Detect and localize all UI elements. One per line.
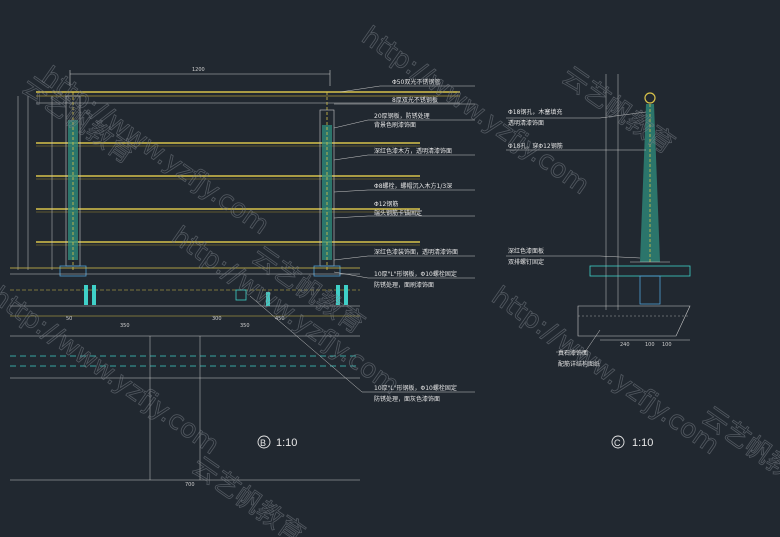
view-c-scale: 1:10 xyxy=(632,437,653,449)
concrete-base xyxy=(577,305,691,337)
annotation-b-8: 深红色漆装饰面，透明清漆饰面 xyxy=(374,248,458,256)
annotation-c-2: Φ18孔，穿Φ12钢筋 xyxy=(508,142,563,150)
annotation-c-3: 深红色漆面板 xyxy=(508,247,544,255)
annotation-b-0: Φ50双光不锈钢管 xyxy=(392,78,440,86)
dim-b-4: 350 xyxy=(240,323,250,329)
annotation-c-1: 透明清漆饰面 xyxy=(508,119,544,127)
dim-b-1: 50 xyxy=(66,316,72,322)
view-c-marker: C xyxy=(614,438,621,448)
dim-top-width: 1200 xyxy=(192,67,205,73)
right-post xyxy=(313,92,341,277)
annotation-c-5: 真石漆饰面 xyxy=(558,349,588,357)
dim-b-3: 300 xyxy=(212,316,222,322)
dim-c-2: 100 xyxy=(662,342,672,348)
annotation-c-6: 配筋详结构图纸 xyxy=(558,360,600,368)
annotation-b-4: 深红色漆木方，透明清漆饰面 xyxy=(374,147,452,155)
annotation-b-2: 20厚钢板，防锈处理 xyxy=(374,112,430,120)
view-c-section: 240 100 100 Φ18钢孔，木塞填充 透明清漆饰面 Φ18孔，穿Φ12钢… xyxy=(506,74,691,449)
view-c-marker-circle xyxy=(611,435,625,449)
wood-rails xyxy=(36,142,420,246)
dim-b-2: 350 xyxy=(120,323,130,329)
annotation-b-12: 防锈处理，面灰色漆饰面 xyxy=(374,395,440,403)
view-b-marker-circle xyxy=(257,435,271,449)
annotation-c-0: Φ18钢孔，木塞填充 xyxy=(508,108,562,116)
dim-c-1: 100 xyxy=(645,342,655,348)
handrail-pipe-section xyxy=(644,92,656,104)
annotation-b-1: 8厚双光不锈钢板 xyxy=(392,96,438,104)
dim-b-6: 700 xyxy=(185,482,195,488)
annotation-b-5: Φ8螺栓，螺帽沉入木方1/3深 xyxy=(374,182,452,190)
view-b-marker: B xyxy=(260,438,266,448)
left-post xyxy=(59,92,87,277)
view-b-elevation: 1200 xyxy=(10,67,475,488)
dim-b-5: 450 xyxy=(275,316,285,322)
annotation-b-11: 10厚"L"形钢板，Φ10螺栓固定 xyxy=(374,384,457,392)
annotation-c-4: 双排螺钉固定 xyxy=(508,258,544,266)
post-section xyxy=(640,104,660,262)
view-b-scale: 1:10 xyxy=(276,437,297,449)
annotation-b-9: 10厚"L"形钢板，Φ10螺栓固定 xyxy=(374,270,457,278)
annotation-b-6: Φ12钢筋 xyxy=(374,200,398,208)
annotation-b-10: 防锈处理，面刷漆饰面 xyxy=(374,281,434,289)
annotation-b-7: 端头钢筋卡锚固定 xyxy=(374,209,422,217)
dim-c-0: 240 xyxy=(620,342,630,348)
annotation-b-3: 背景色刷漆饰面 xyxy=(374,121,416,129)
